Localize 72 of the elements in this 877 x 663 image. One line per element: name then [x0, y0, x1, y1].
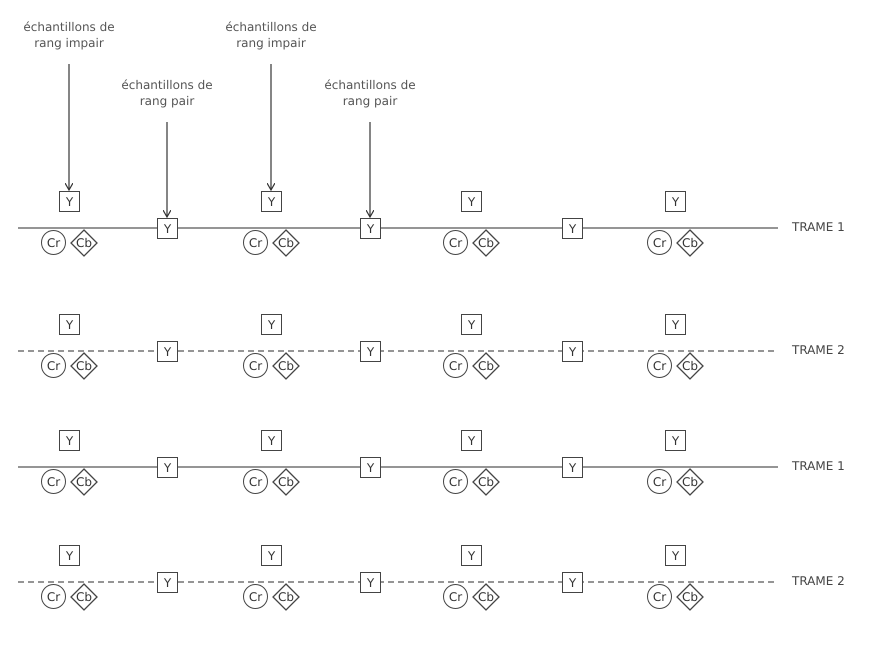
sample-box: Y — [157, 341, 178, 362]
sample-circle: Cr — [647, 353, 672, 378]
sample-circle: Cr — [243, 230, 268, 255]
sample-box: Y — [157, 572, 178, 593]
sample-diamond: Cb — [676, 468, 704, 496]
sample-box: Y — [665, 545, 686, 566]
sample-box: Y — [59, 430, 80, 451]
sample-diamond: Cb — [472, 583, 500, 611]
sample-box: Y — [360, 457, 381, 478]
sample-circle: Cr — [41, 230, 66, 255]
sample-diamond: Cb — [272, 468, 300, 496]
sample-circle: Cr — [647, 230, 672, 255]
arrow — [64, 64, 74, 191]
sample-circle: Cr — [243, 353, 268, 378]
sample-box: Y — [562, 572, 583, 593]
annotation-text: échantillons de rang pair — [112, 68, 222, 118]
sample-diamond: Cb — [472, 229, 500, 257]
sample-diamond: Cb — [472, 352, 500, 380]
sample-box: Y — [461, 545, 482, 566]
sample-box: Y — [665, 430, 686, 451]
sample-diamond: Cb — [272, 352, 300, 380]
sample-box: Y — [562, 457, 583, 478]
sample-circle: Cr — [647, 469, 672, 494]
sample-diamond: Cb — [676, 352, 704, 380]
sample-box: Y — [461, 191, 482, 212]
sample-diamond: Cb — [70, 229, 98, 257]
sample-diamond: Cb — [472, 468, 500, 496]
sample-diamond: Cb — [676, 583, 704, 611]
row-label: TRAME 2 — [792, 574, 845, 588]
sample-circle: Cr — [443, 469, 468, 494]
sample-circle: Cr — [41, 469, 66, 494]
sample-circle: Cr — [243, 584, 268, 609]
sample-box: Y — [461, 430, 482, 451]
arrow — [162, 122, 172, 218]
sample-box: Y — [360, 218, 381, 239]
sample-box: Y — [157, 457, 178, 478]
sample-box: Y — [157, 218, 178, 239]
sample-diamond: Cb — [676, 229, 704, 257]
row-label: TRAME 1 — [792, 220, 845, 234]
sample-box: Y — [360, 572, 381, 593]
annotation-text: échantillons de rang impair — [14, 10, 124, 60]
sample-circle: Cr — [41, 584, 66, 609]
sample-box: Y — [261, 191, 282, 212]
sample-diamond: Cb — [272, 229, 300, 257]
row-label: TRAME 1 — [792, 459, 845, 473]
row-label: TRAME 2 — [792, 343, 845, 357]
sample-circle: Cr — [443, 230, 468, 255]
sample-box: Y — [562, 341, 583, 362]
arrow — [365, 122, 375, 218]
sample-box: Y — [261, 545, 282, 566]
annotation-text: échantillons de rang impair — [216, 10, 326, 60]
sample-box: Y — [665, 314, 686, 335]
sample-box: Y — [461, 314, 482, 335]
sample-circle: Cr — [647, 584, 672, 609]
sample-circle: Cr — [243, 469, 268, 494]
sample-circle: Cr — [443, 353, 468, 378]
sample-box: Y — [562, 218, 583, 239]
arrow — [266, 64, 276, 191]
sample-circle: Cr — [443, 584, 468, 609]
sample-circle: Cr — [41, 353, 66, 378]
sample-box: Y — [360, 341, 381, 362]
sample-box: Y — [59, 191, 80, 212]
sample-box: Y — [665, 191, 686, 212]
sample-diamond: Cb — [70, 583, 98, 611]
sample-box: Y — [261, 314, 282, 335]
annotation-text: échantillons de rang pair — [315, 68, 425, 118]
sample-box: Y — [261, 430, 282, 451]
sample-diamond: Cb — [70, 352, 98, 380]
sample-box: Y — [59, 314, 80, 335]
sample-diamond: Cb — [70, 468, 98, 496]
sample-diamond: Cb — [272, 583, 300, 611]
sample-box: Y — [59, 545, 80, 566]
